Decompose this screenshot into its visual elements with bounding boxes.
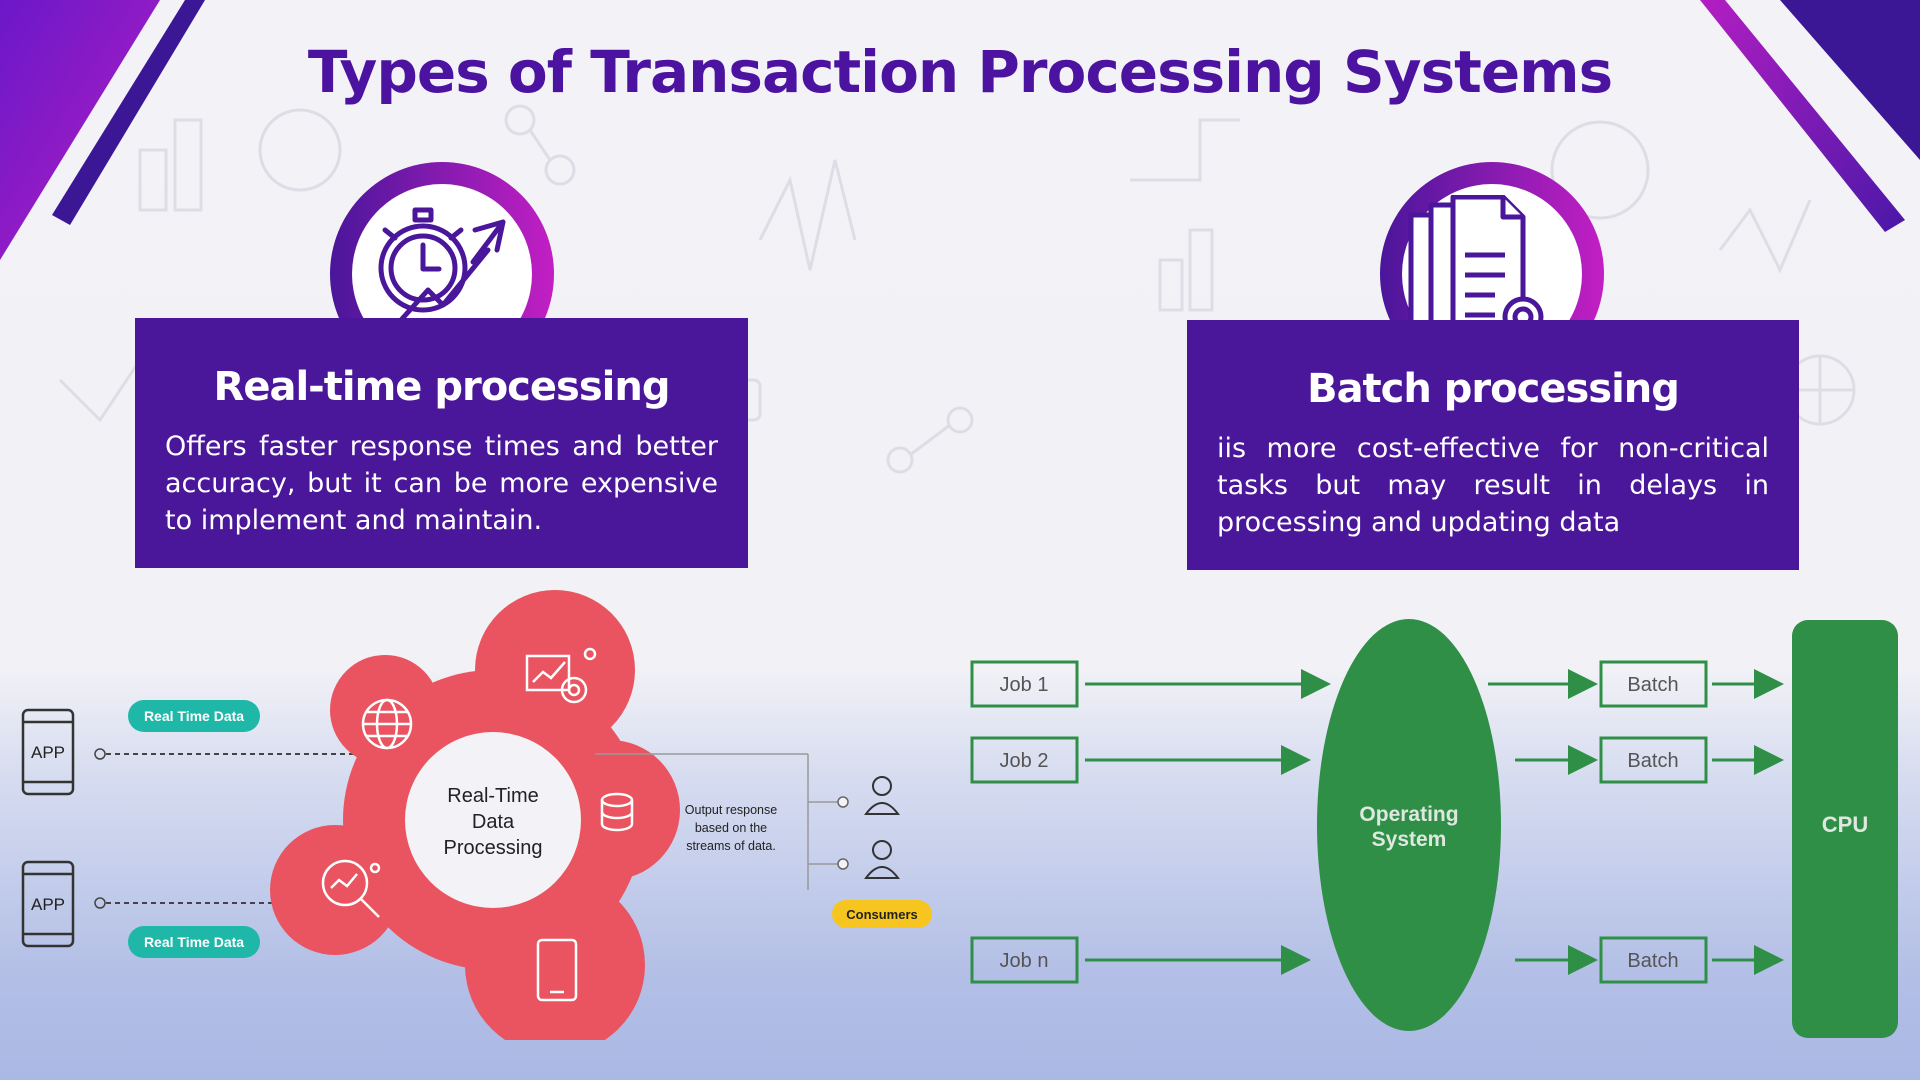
center-label-line-3: Processing	[444, 837, 543, 859]
globe-icon	[361, 698, 413, 750]
realtime-data-tag-2	[128, 926, 260, 958]
realtime-data-tag-1-label: Real Time Data	[144, 708, 244, 724]
consumers-badge	[832, 900, 932, 928]
tablet-icon	[536, 938, 578, 1002]
batch-heading: Batch processing	[1307, 366, 1680, 412]
job-box-2	[970, 736, 1079, 784]
batch-box-3	[1599, 936, 1708, 984]
batch-label-3: Batch	[1627, 950, 1678, 972]
realtime-diagram: APP APP Real Time Data Real Time Data Re…	[21, 590, 932, 1040]
realtime-data-tag-2-label: Real Time Data	[144, 934, 244, 950]
operating-system-node	[1317, 619, 1501, 1031]
documents-gear-icon	[1408, 195, 1544, 344]
center-label-line-1: Real-Time	[447, 785, 539, 807]
job-label-n: Job n	[1000, 950, 1049, 972]
realtime-heading: Real-time processing	[213, 364, 671, 410]
batch-label-1: Batch	[1627, 674, 1678, 696]
output-label-line-3: streams of data.	[686, 839, 776, 853]
output-label-line-1: Output response	[685, 803, 777, 817]
app-label-1: APP	[31, 743, 65, 762]
app-device-2	[21, 860, 75, 948]
realtime-description: Offers faster response times and better …	[165, 431, 718, 536]
consumers-label: Consumers	[846, 907, 918, 922]
batch-box-2	[1599, 736, 1708, 784]
output-label-line-2: based on the	[695, 821, 767, 835]
job-box-n	[970, 936, 1079, 984]
cpu-node	[1792, 620, 1898, 1038]
os-label-line-1: Operating	[1359, 803, 1458, 826]
app-device-1	[21, 708, 75, 796]
corner-decoration-right	[1700, 0, 1920, 232]
stopwatch-growth-icon	[378, 207, 506, 343]
analytics-dashboard-icon	[525, 647, 597, 704]
batch-label-2: Batch	[1627, 750, 1678, 772]
batch-description: iis more cost-effective for non-critical…	[1217, 433, 1769, 538]
app-label-2: APP	[31, 895, 65, 914]
job-label-2: Job 2	[1000, 750, 1049, 772]
batch-diagram: Job 1 Job 2 Job n Batch Batch Batch Oper…	[970, 619, 1898, 1038]
batch-card: Batch processing iis more cost-effective…	[1187, 320, 1799, 570]
job-box-1	[970, 660, 1079, 708]
cpu-label: CPU	[1822, 812, 1868, 837]
search-analytics-icon	[321, 859, 381, 918]
os-label-line-2: System	[1372, 828, 1447, 851]
corner-decoration-left	[0, 0, 205, 260]
job-label-1: Job 1	[1000, 674, 1049, 696]
realtime-data-tag-1	[128, 700, 260, 732]
database-icon	[600, 792, 634, 832]
center-label-line-2: Data	[472, 811, 515, 833]
batch-box-1	[1599, 660, 1708, 708]
consumer-person-icon	[864, 776, 900, 879]
page-title: Types of Transaction Processing Systems	[307, 38, 1613, 106]
realtime-card: Real-time processing Offers faster respo…	[135, 318, 748, 568]
